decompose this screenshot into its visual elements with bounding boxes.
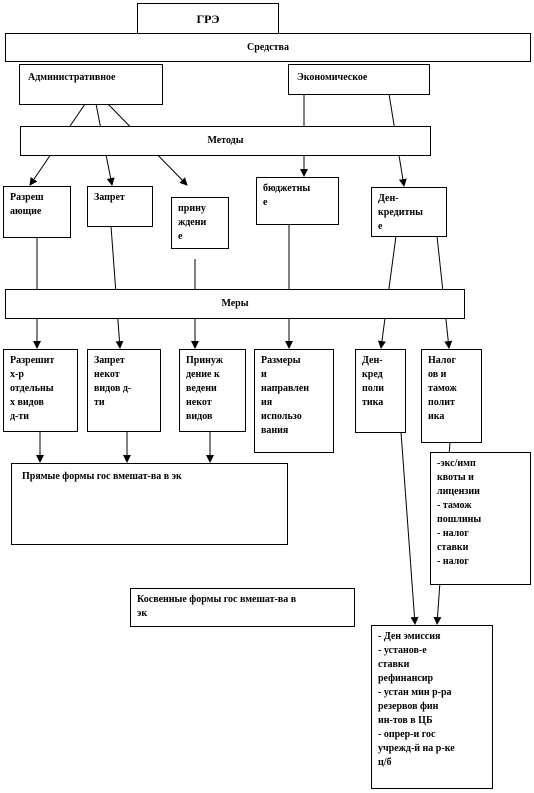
measure-budget-box: Размеры и направлен ия использо вания — [254, 349, 334, 453]
arrow-prohibition-to-measure — [110, 225, 124, 349]
monetary-tools-box: - Ден эмиссия - установ-е ставки рефинан… — [371, 625, 493, 789]
economic-means-box: Экономическое — [288, 64, 430, 95]
direct-forms-box: Прямые формы гос вмешат-ва в эк — [11, 463, 288, 545]
method-monetary-credit-box: Ден- кредитны е — [371, 187, 447, 237]
measure-monetary-policy-box: Ден- кред поли тика — [355, 349, 406, 433]
method-budget-box: бюджетны е — [256, 177, 339, 225]
measure-prohibition-box: Запрет некот видов д- ти — [87, 349, 161, 432]
indirect-forms-box: Косвенные формы гос вмешат-ва в эк — [130, 588, 355, 627]
arrow-monetary-to-tools — [400, 431, 419, 625]
methods-bar: Методы — [20, 126, 431, 156]
method-prohibition-box: Запрет — [87, 186, 153, 227]
admin-means-box: Административное — [19, 64, 163, 105]
measure-coercion-box: Принуж дение к ведени некот видов — [179, 349, 246, 432]
title-box: ГРЭ — [137, 3, 279, 34]
measure-permission-box: Разрешит х-р отдельны х видов д-ти — [3, 349, 78, 432]
means-bar: Средства — [5, 33, 531, 62]
method-coercion-box: прину ждени е — [171, 197, 229, 249]
measures-bar: Меры — [5, 289, 465, 319]
tax-tools-box: -экс/имп квоты и лицензии - тамож пошлин… — [430, 452, 531, 585]
measure-tax-customs-policy-box: Налог ов и тамож полит ика — [421, 349, 482, 443]
method-permission-box: Разреш ающие — [3, 186, 71, 238]
